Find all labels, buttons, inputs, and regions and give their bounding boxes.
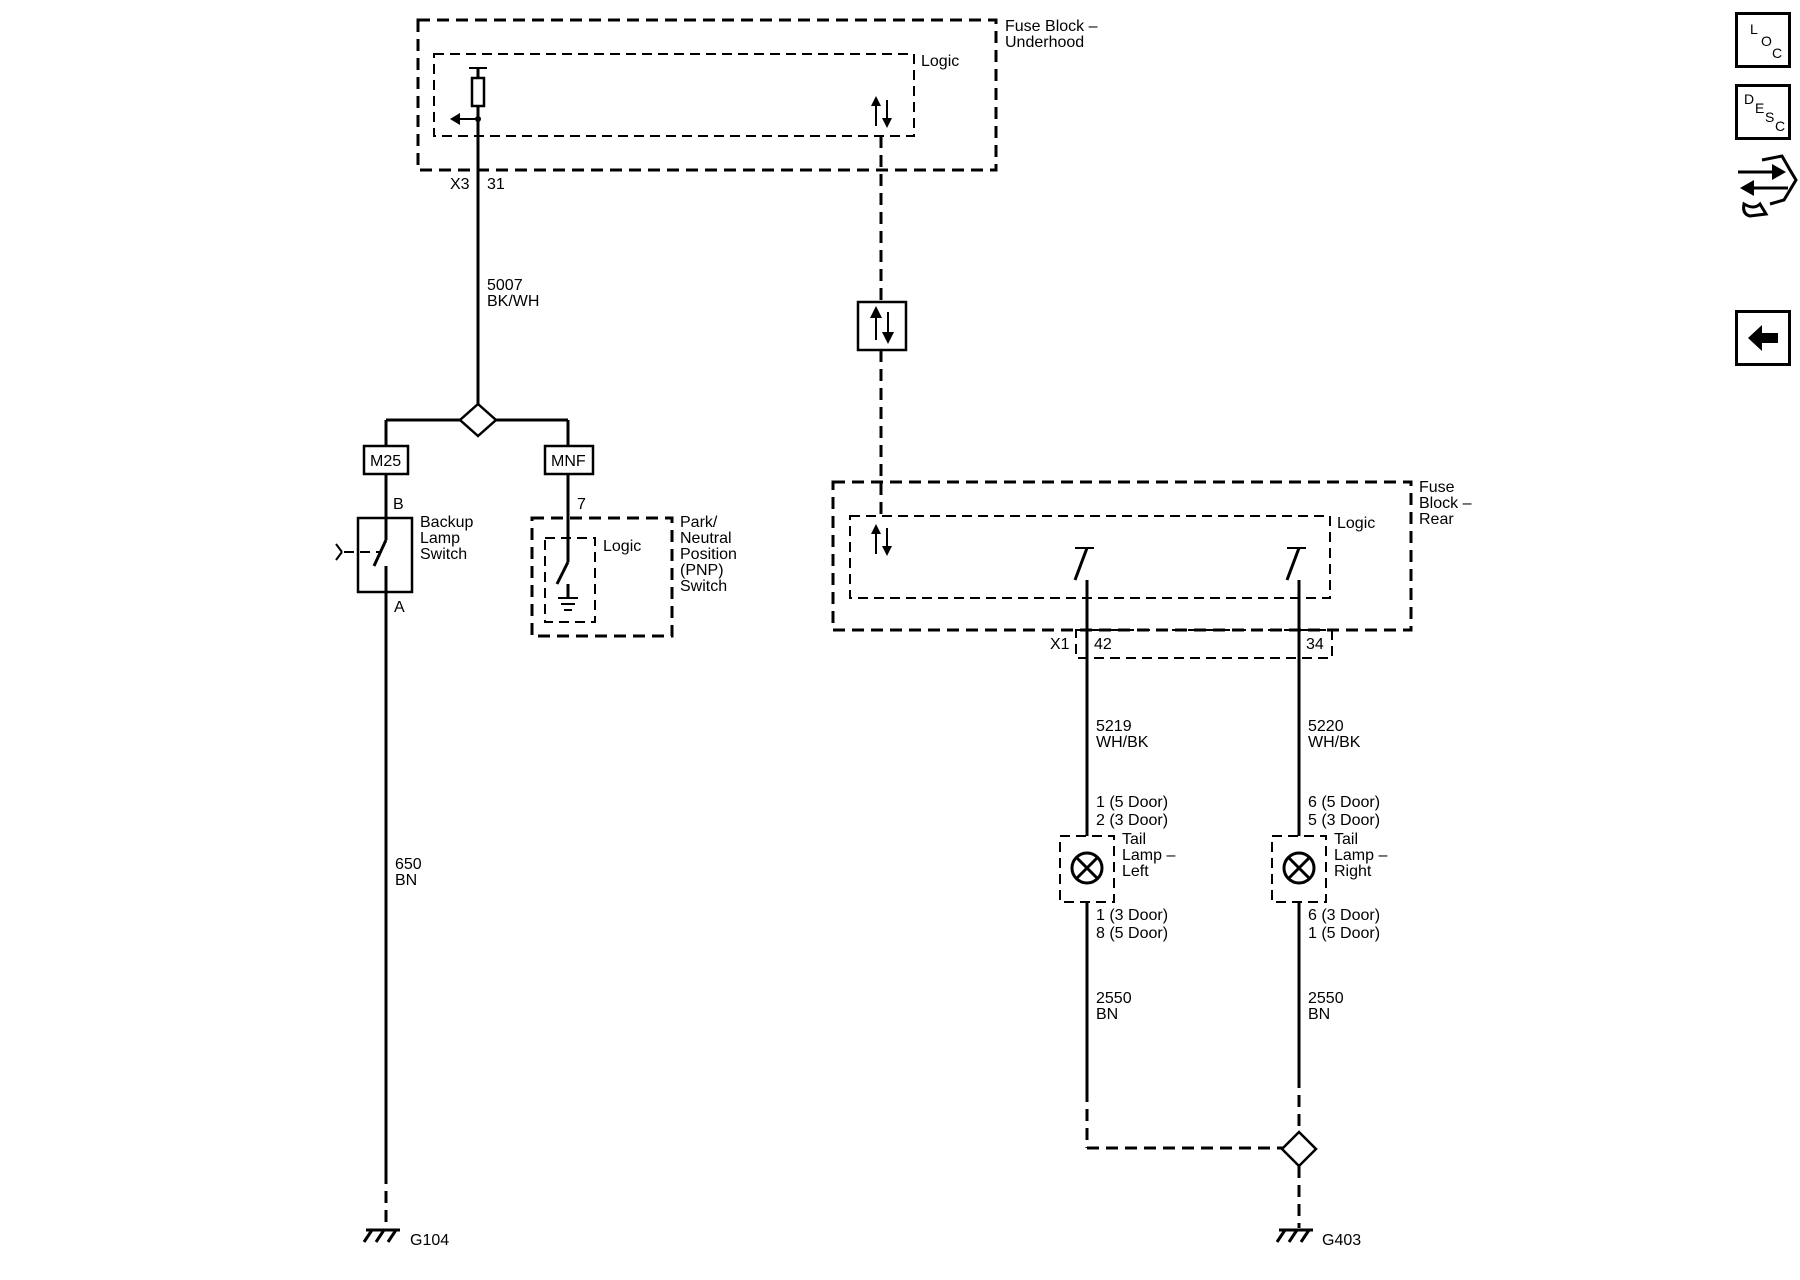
- pnp-switch-label-2: Neutral: [680, 530, 732, 547]
- switch-contact-icon: [335, 518, 388, 592]
- pnp-switch-logic-label: Logic: [603, 538, 641, 555]
- backup-lamp-switch-label-2: Lamp: [420, 530, 460, 547]
- desc-letter-s: S: [1765, 109, 1775, 125]
- desc-letter-c: C: [1775, 118, 1786, 134]
- fuse-block-rear-label-1: Fuse: [1419, 479, 1455, 496]
- tail-lamp-right-label-1: Tail: [1334, 831, 1358, 848]
- fuse-block-underhood-label-1: Fuse Block –: [1005, 18, 1098, 35]
- backup-switch-pin-a: A: [394, 599, 405, 616]
- tail-lamp-right-bulb-icon: [1282, 851, 1316, 885]
- wire-5007-color: BK/WH: [487, 293, 539, 310]
- fuse-block-rear-logic-label: Logic: [1337, 515, 1375, 532]
- tail-lamp-right-pin-bot-1: 6 (3 Door): [1308, 907, 1380, 924]
- ground-g104-label: G104: [410, 1232, 449, 1249]
- tail-lamp-left-label-1: Tail: [1122, 831, 1146, 848]
- wire-2550-right-color: BN: [1308, 1006, 1330, 1023]
- tail-lamp-left-pin-bot-1: 1 (3 Door): [1096, 907, 1168, 924]
- inline-connector-mnf: [543, 444, 595, 476]
- wire-5219-color: WH/BK: [1096, 734, 1149, 751]
- tail-lamp-left-pin-bot-2: 8 (5 Door): [1096, 925, 1168, 942]
- desc-letter-d: D: [1744, 91, 1755, 107]
- ground-g104-icon: [362, 1228, 400, 1243]
- rear-output-switch-right-icon: [1285, 547, 1306, 581]
- fuse-block-rear-logic-outline: [849, 515, 1331, 599]
- desc-letter-e: E: [1755, 100, 1765, 116]
- connector-end-view-icon[interactable]: [1738, 154, 1798, 218]
- connector-x1-pin-42: 42: [1094, 636, 1112, 653]
- tail-lamp-left-pin-top-2: 2 (3 Door): [1096, 812, 1168, 829]
- wire-2550-left-color: BN: [1096, 1006, 1118, 1023]
- back-arrow-icon: [1748, 325, 1778, 351]
- loc-letter-o: O: [1761, 33, 1772, 49]
- fuse-block-underhood-label-2: Underhood: [1005, 34, 1084, 51]
- tail-lamp-left-bulb-icon: [1070, 851, 1104, 885]
- tail-lamp-left-pin-top-1: 1 (5 Door): [1096, 794, 1168, 811]
- pnp-switch-pin-7: 7: [577, 496, 586, 513]
- loc-letter-l: L: [1750, 21, 1758, 37]
- ground-g403-label: G403: [1322, 1232, 1361, 1249]
- wire-2550-right-circuit: 2550: [1308, 990, 1344, 1007]
- pnp-switch-outline: [530, 516, 674, 638]
- tail-lamp-right-pin-bot-2: 1 (5 Door): [1308, 925, 1380, 942]
- tail-lamp-right-pin-top-1: 6 (5 Door): [1308, 794, 1380, 811]
- ground-splice-diamond: [1280, 1130, 1318, 1168]
- wire-5220-circuit: 5220: [1308, 718, 1344, 735]
- tail-lamp-right-label-3: Right: [1334, 863, 1372, 880]
- pnp-switch-label-1: Park/: [680, 514, 718, 531]
- fuse-block-rear-label-2: Block –: [1419, 495, 1472, 512]
- connector-x1-label: X1: [1050, 636, 1070, 653]
- fuse-symbol: [450, 67, 487, 125]
- pnp-switch-label-5: Switch: [680, 578, 727, 595]
- inline-connector-m25: [362, 444, 410, 476]
- ground-g403-icon: [1275, 1228, 1313, 1243]
- wire-5219-circuit: 5219: [1096, 718, 1132, 735]
- tail-lamp-left-label-3: Left: [1122, 863, 1149, 880]
- tail-lamp-right-pin-top-2: 5 (3 Door): [1308, 812, 1380, 829]
- description-view-button[interactable]: D E S C: [1735, 84, 1791, 140]
- wire-650-circuit: 650: [395, 856, 422, 873]
- loc-letter-c: C: [1772, 45, 1783, 61]
- fuse-block-rear-outline: [831, 480, 1413, 632]
- serial-data-module-box: [856, 300, 908, 352]
- backup-lamp-switch-label-3: Switch: [420, 546, 467, 563]
- connector-x3-label: X3: [450, 176, 470, 193]
- fuse-block-underhood-logic-outline: [433, 53, 915, 137]
- backup-lamp-switch-label-1: Backup: [420, 514, 473, 531]
- pnp-switch-logic-outline: [544, 537, 596, 623]
- rear-serial-data-arrows-icon: [871, 524, 892, 556]
- connector-x1-pin-34: 34: [1306, 636, 1324, 653]
- fuse-block-rear-label-3: Rear: [1419, 511, 1454, 528]
- serial-data-arrows-icon: [871, 96, 892, 128]
- inline-connector-m25-label: M25: [370, 453, 401, 470]
- serial-data-box-arrows-icon: [870, 306, 894, 344]
- wire-5007-circuit: 5007: [487, 277, 523, 294]
- wire-2550-left-circuit: 2550: [1096, 990, 1132, 1007]
- splice-pack-diamond: [458, 402, 498, 438]
- location-view-button[interactable]: L O C: [1735, 12, 1791, 68]
- rear-output-switch-left-icon: [1073, 547, 1094, 581]
- pnp-switch-label-4: (PNP): [680, 562, 724, 579]
- inline-connector-mnf-label: MNF: [551, 453, 586, 470]
- back-button[interactable]: [1735, 310, 1791, 366]
- connector-x3-pin-label: 31: [487, 176, 505, 193]
- pnp-switch-label-3: Position: [680, 546, 737, 563]
- tail-lamp-right-label-2: Lamp –: [1334, 847, 1387, 864]
- fuse-block-underhood-logic-label: Logic: [921, 53, 959, 70]
- backup-switch-pin-b: B: [393, 496, 404, 513]
- wire-650-color: BN: [395, 872, 417, 889]
- pnp-switch-contact-icon: [555, 518, 578, 611]
- fuse-block-underhood-outline: [416, 18, 998, 172]
- connector-x1-outline: [1075, 629, 1333, 659]
- wire-5220-color: WH/BK: [1308, 734, 1361, 751]
- tail-lamp-left-label-2: Lamp –: [1122, 847, 1175, 864]
